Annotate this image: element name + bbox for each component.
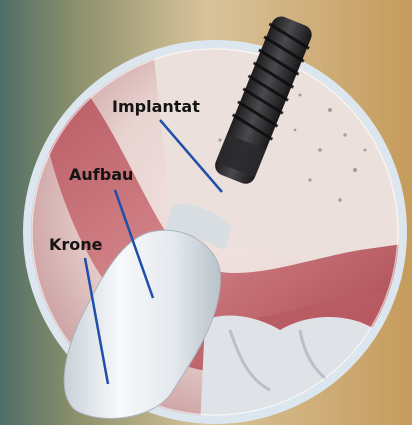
abutment-label: Aufbau — [69, 165, 133, 184]
crown-label: Krone — [49, 235, 103, 254]
implant-label: Implantat — [112, 97, 200, 116]
